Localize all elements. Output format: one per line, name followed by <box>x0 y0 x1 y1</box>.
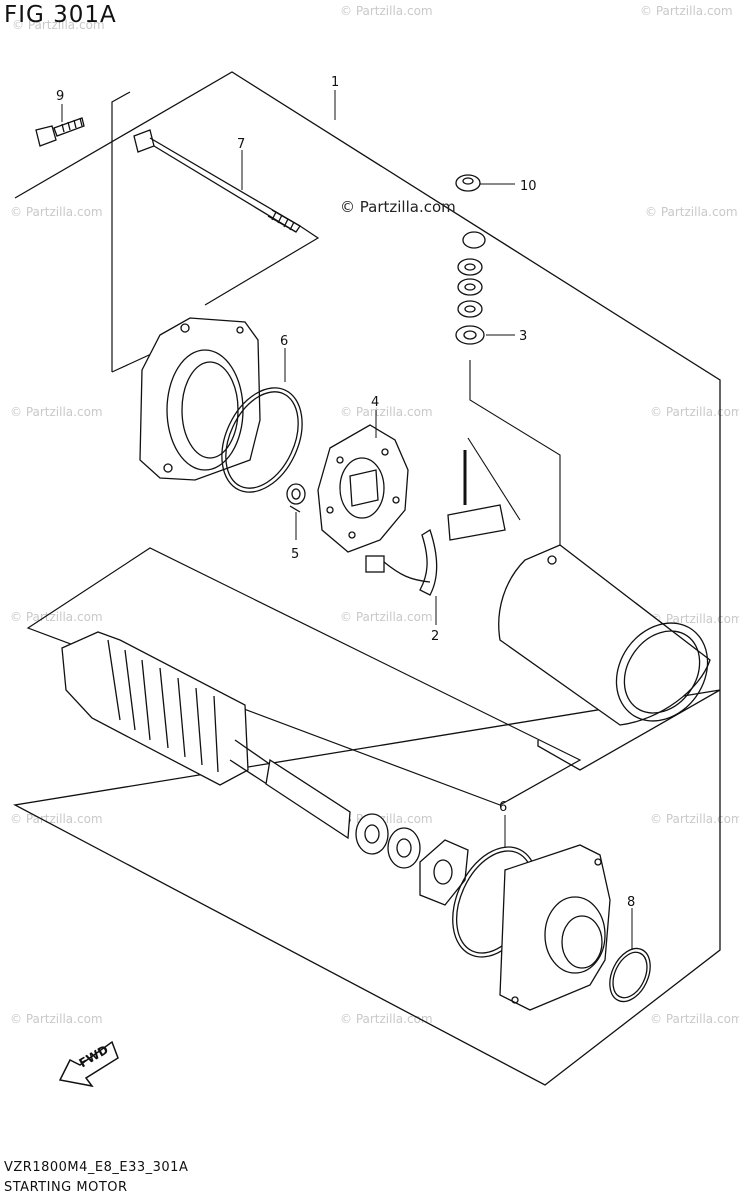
callout-5: 5 <box>291 547 299 562</box>
thrust-washer <box>387 827 421 869</box>
watermark: © Partzilla.com <box>12 18 105 32</box>
bearing-part-5 <box>286 483 306 513</box>
o-ring-part-6a <box>221 387 303 493</box>
callout-9: 9 <box>56 89 64 104</box>
front-housing <box>499 844 611 1011</box>
watermark: © Partzilla.com <box>10 610 103 624</box>
assembly-name-label: STARTING MOTOR <box>4 1180 128 1195</box>
thrust-washer <box>355 813 389 855</box>
watermark: © Partzilla.com <box>650 405 739 419</box>
nut-part-10 <box>455 174 481 192</box>
fwd-arrow-icon: FWD <box>58 1040 119 1088</box>
through-bolt-part-7 <box>133 129 301 233</box>
watermark: © Partzilla.com <box>340 610 433 624</box>
watermark: © Partzilla.com <box>340 405 433 419</box>
watermark: © Partzilla.com <box>650 1012 739 1026</box>
callout-6a: 6 <box>280 334 288 349</box>
lock-plate <box>419 839 469 906</box>
callout-4: 4 <box>371 395 379 410</box>
washer-stack-part-3 <box>455 231 486 345</box>
o-ring-part-8 <box>609 947 651 1003</box>
callout-8: 8 <box>627 895 635 910</box>
copyright-label: © Partzilla.com <box>340 198 456 216</box>
callout-2: 2 <box>431 629 439 644</box>
watermark: © Partzilla.com <box>10 1012 103 1026</box>
model-code-label: VZR1800M4_E8_E33_301A <box>4 1160 189 1175</box>
motor-yoke <box>498 544 711 726</box>
watermark: © Partzilla.com <box>340 1012 433 1026</box>
callout-10: 10 <box>520 179 537 194</box>
brush-plate-part-4 <box>317 424 409 553</box>
armature-frame <box>26 547 582 806</box>
watermark: © Partzilla.com <box>640 4 733 18</box>
rear-housing <box>139 317 261 481</box>
bolt-part-9 <box>35 117 85 147</box>
watermark: © Partzilla.com <box>650 812 739 826</box>
watermark: © Partzilla.com <box>10 812 103 826</box>
watermark: © Partzilla.com <box>10 405 103 419</box>
watermark: © Partzilla.com <box>10 205 103 219</box>
watermark: © Partzilla.com <box>340 4 433 18</box>
watermark: © Partzilla.com <box>645 205 738 219</box>
assembly-outline <box>12 71 721 1086</box>
callout-7: 7 <box>237 137 245 152</box>
armature <box>61 631 351 840</box>
callout-6b: 6 <box>499 800 507 815</box>
figure-title: FIG 301A <box>4 2 117 28</box>
brush-holder-part-2 <box>365 450 506 596</box>
callout-3: 3 <box>519 329 527 344</box>
callout-1: 1 <box>331 75 339 90</box>
